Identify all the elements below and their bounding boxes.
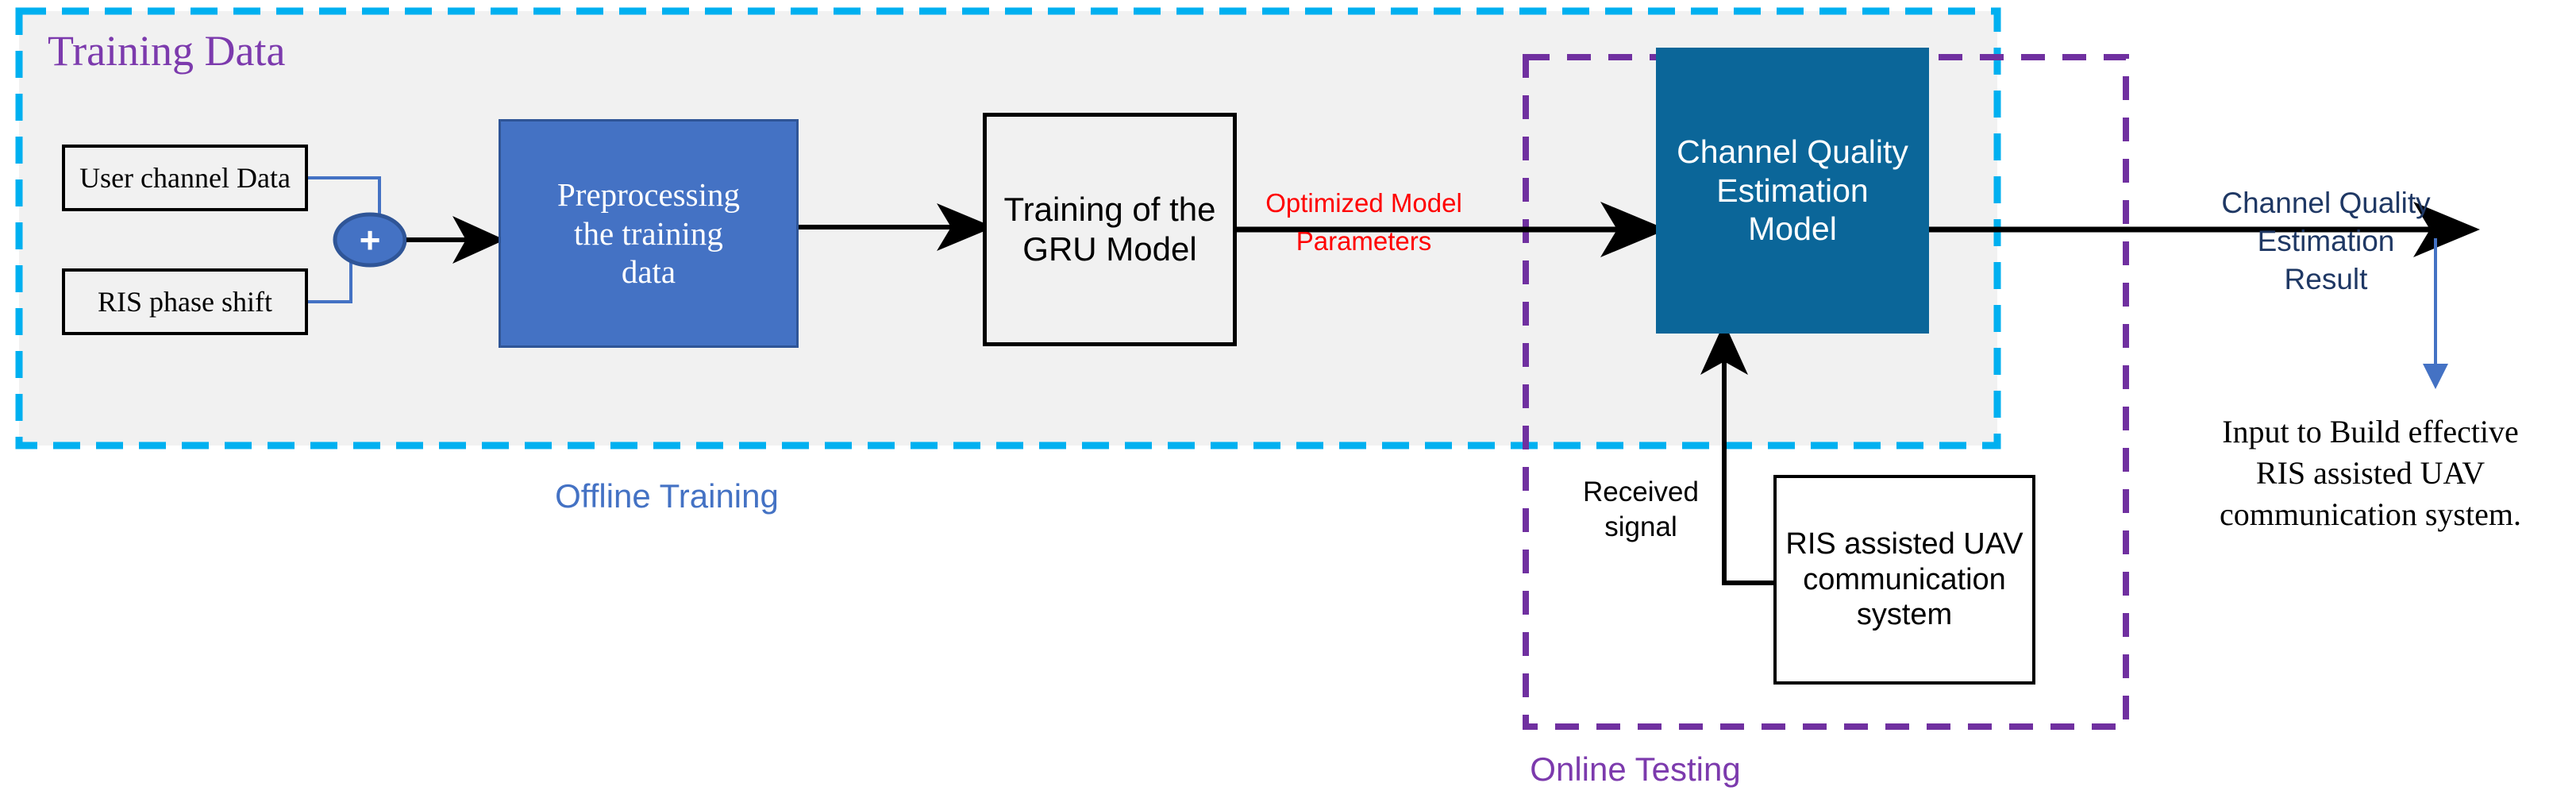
edge-label-received-signal: Received signal — [1558, 475, 1724, 545]
cq-result-line3: Result — [2284, 263, 2368, 296]
cq-result-line1: Channel Quality — [2221, 187, 2431, 219]
input-to-build-line2: RIS assisted UAV — [2255, 455, 2486, 491]
node-gru-training-line2: GRU Model — [1022, 230, 1197, 268]
node-ris-uav-line1: RIS assisted UAV — [1785, 526, 2023, 561]
plus-icon: + — [335, 214, 405, 265]
node-user-channel-data-label: User channel Data — [79, 161, 291, 194]
online-testing-label: Online Testing — [1530, 750, 1741, 788]
node-user-channel-data[interactable]: User channel Data — [62, 145, 308, 211]
offline-training-label: Offline Training — [555, 477, 779, 515]
node-ris-assisted-uav-system[interactable]: RIS assisted UAV communication system — [1773, 475, 2035, 685]
edge-label-optimized-parameters: Optimized Model Parameters — [1253, 184, 1475, 260]
edge-label-channel-quality-result: Channel Quality Estimation Result — [2191, 184, 2461, 299]
node-gru-training-line1: Training of the — [1003, 191, 1216, 229]
node-ris-uav-line3: system — [1856, 598, 1953, 632]
annotation-input-to-build: Input to Build effective RIS assisted UA… — [2172, 411, 2569, 535]
node-channel-quality-estimation-model[interactable]: Channel Quality Estimation Model — [1656, 48, 1929, 334]
received-signal-line1: Received — [1583, 476, 1699, 507]
connector-ris-uav-to-received-signal — [1722, 445, 1774, 585]
node-cqe-line2: Estimation — [1716, 172, 1869, 209]
node-ris-uav-line2: communication — [1803, 562, 2006, 596]
cq-result-line2: Estimation — [2257, 225, 2395, 258]
node-preprocessing-training-data[interactable]: Preprocessing the training data — [499, 119, 799, 348]
node-ris-phase-shift-label: RIS phase shift — [98, 285, 272, 318]
node-preprocessing-line3: data — [621, 253, 676, 291]
input-to-build-line3: communication system. — [2220, 496, 2521, 532]
node-preprocessing-line1: Preprocessing — [556, 176, 740, 214]
input-to-build-line1: Input to Build effective — [2222, 414, 2519, 449]
node-ris-phase-shift[interactable]: RIS phase shift — [62, 268, 308, 335]
node-gru-training[interactable]: Training of the GRU Model — [983, 113, 1237, 346]
plus-symbol: + — [359, 219, 381, 260]
node-preprocessing-line2: the training — [574, 214, 723, 252]
optimized-parameters-line2: Parameters — [1296, 226, 1432, 256]
received-signal-line2: signal — [1604, 511, 1677, 542]
optimized-parameters-line1: Optimized Model — [1265, 188, 1462, 218]
node-cqe-line1: Channel Quality — [1677, 133, 1908, 171]
node-cqe-line3: Model — [1748, 210, 1837, 248]
training-data-title: Training Data — [48, 27, 286, 75]
